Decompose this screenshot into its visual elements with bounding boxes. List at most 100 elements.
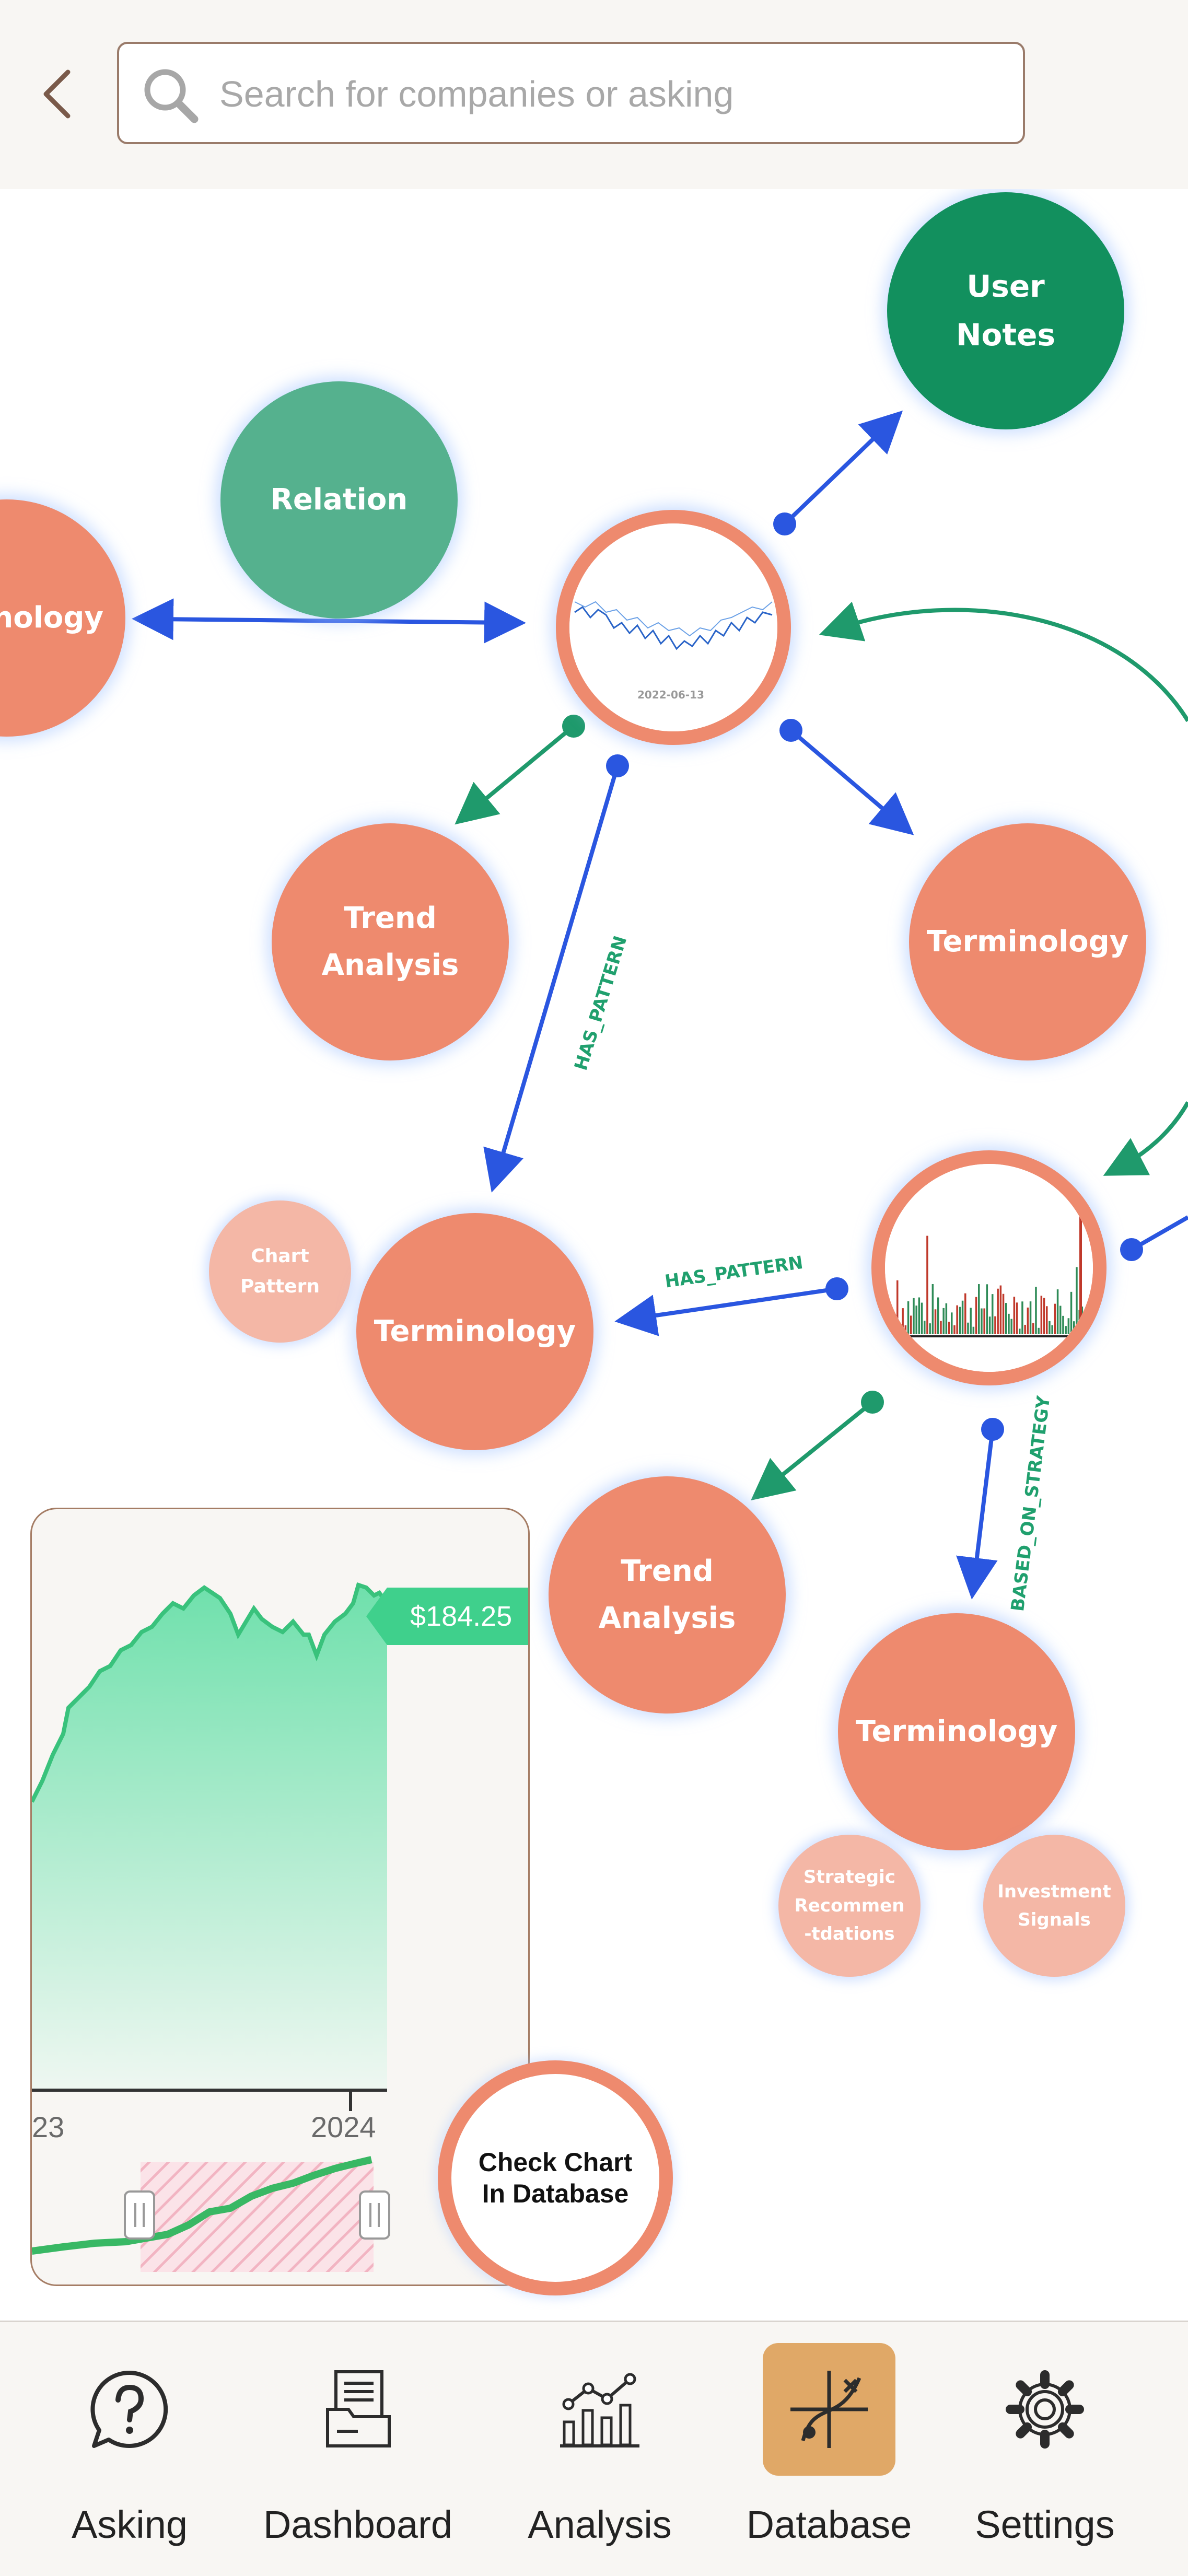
- volume-bar: [1029, 1301, 1032, 1334]
- volume-bar: [1049, 1321, 1051, 1334]
- volume-bar: [926, 1235, 928, 1334]
- axis-label-left: 23: [32, 2111, 65, 2143]
- stock-chart-card[interactable]: $184.25 23 2024: [30, 1508, 530, 2286]
- node-terminology-bottom[interactable]: Terminology: [838, 1613, 1075, 1850]
- volume-bar: [994, 1316, 996, 1334]
- volume-bar: [1079, 1185, 1082, 1334]
- node-terminology-middle[interactable]: Terminology: [356, 1213, 593, 1450]
- nav-label-dashboard: Dashboard: [263, 2503, 452, 2546]
- gear-icon: [1006, 2370, 1084, 2449]
- nav-item-analysis[interactable]: Analysis: [500, 2343, 699, 2552]
- volume-bar: [986, 1284, 988, 1334]
- node-chart-pattern[interactable]: Chart Pattern: [209, 1200, 351, 1343]
- volume-bar: [956, 1305, 958, 1334]
- volume-bar: [934, 1309, 937, 1334]
- volume-bar: [1038, 1327, 1040, 1334]
- question-bubble-icon: [90, 2370, 168, 2448]
- volume-bar: [988, 1316, 991, 1334]
- volume-bar: [1070, 1291, 1073, 1334]
- volume-bar: [942, 1308, 945, 1334]
- volume-bar: [964, 1293, 966, 1334]
- volume-bar: [1002, 1293, 1005, 1334]
- volume-bar: [1067, 1318, 1070, 1334]
- volume-bar: [1056, 1289, 1059, 1334]
- volume-bar: [910, 1315, 912, 1334]
- volume-bar: [1035, 1287, 1037, 1334]
- volume-bar: [1043, 1298, 1045, 1334]
- back-button[interactable]: [31, 63, 84, 125]
- nav-label-asking: Asking: [71, 2503, 188, 2546]
- volume-bar: [1008, 1313, 1010, 1334]
- volume-bar: [915, 1306, 917, 1334]
- volume-bar: [978, 1284, 980, 1334]
- top-bar: Search for companies or asking: [0, 0, 1188, 189]
- volume-bar: [1054, 1303, 1056, 1334]
- volume-bar: [1013, 1297, 1016, 1334]
- check-chart-in-database-button[interactable]: Check Chart In Database: [438, 2060, 673, 2295]
- nav-item-settings[interactable]: Settings: [946, 2343, 1144, 2552]
- price-area-chart: [32, 1582, 390, 2272]
- nav-item-database[interactable]: Database: [730, 2343, 928, 2552]
- nav-item-dashboard[interactable]: Dashboard: [259, 2343, 457, 2552]
- volume-bar: [1016, 1302, 1018, 1334]
- gear-tooth: [1016, 2380, 1032, 2397]
- volume-bar: [929, 1323, 931, 1334]
- node-chart-thumbnail-2[interactable]: [871, 1150, 1107, 1385]
- line-chart-thumbnail: 2022-06-13: [569, 523, 777, 731]
- volume-bar: [948, 1322, 950, 1334]
- volume-bar: [1024, 1324, 1026, 1334]
- node-terminology-right[interactable]: Terminology: [909, 823, 1146, 1060]
- gear-tooth: [1016, 2422, 1032, 2439]
- volume-bar: [999, 1285, 1002, 1334]
- knowledge-graph[interactable]: nology Relation User Notes 2022-06-13 Tr…: [0, 189, 1188, 2321]
- volume-bar: [937, 1297, 939, 1334]
- volume-bar: [992, 1294, 994, 1334]
- volume-bar: [959, 1307, 961, 1334]
- volume-bar: [924, 1321, 926, 1334]
- node-relation[interactable]: Relation: [220, 381, 458, 619]
- bar-line-chart-icon: [560, 2373, 639, 2447]
- volume-bar: [1040, 1296, 1043, 1334]
- chevron-left-icon: [43, 69, 71, 119]
- node-trend-analysis-1[interactable]: Trend Analysis: [272, 823, 509, 1060]
- volume-bar: [997, 1288, 999, 1334]
- volume-bar: [970, 1308, 972, 1334]
- volume-bar: [1062, 1315, 1064, 1334]
- volume-bar: [1059, 1306, 1062, 1334]
- search-input[interactable]: Search for companies or asking: [117, 42, 1025, 144]
- volume-bar: [1027, 1307, 1029, 1334]
- node-trend-analysis-2[interactable]: Trend Analysis: [549, 1476, 786, 1714]
- node-chart-thumbnail-1[interactable]: 2022-06-13: [556, 510, 791, 745]
- volume-bar: [1084, 1328, 1086, 1334]
- nav-label-settings: Settings: [975, 2503, 1115, 2546]
- volume-bar: [907, 1301, 910, 1334]
- node-user-notes[interactable]: User Notes: [887, 192, 1124, 429]
- bottom-navigation: Asking Dashboard: [0, 2321, 1188, 2576]
- current-price-tag: $184.25: [366, 1588, 528, 1645]
- volume-bar: [931, 1284, 934, 1334]
- volume-bar: [1005, 1303, 1007, 1334]
- volume-bar: [1051, 1325, 1053, 1334]
- document-folder-icon: [326, 2370, 391, 2447]
- volume-bar: [899, 1323, 901, 1334]
- node-strategic-recommendations[interactable]: Strategic Recommen -tdations: [778, 1835, 921, 1977]
- axis-label-right: 2024: [311, 2111, 376, 2143]
- nav-label-database: Database: [746, 2503, 912, 2546]
- volume-bar: [1010, 1319, 1012, 1334]
- volume-bar: [975, 1297, 977, 1334]
- search-placeholder: Search for companies or asking: [219, 74, 734, 114]
- volume-bar: [1032, 1323, 1034, 1334]
- database-graph-icon: [790, 2371, 868, 2448]
- volume-bar: [972, 1326, 975, 1334]
- volume-bar: [918, 1297, 921, 1334]
- volume-bar: [1065, 1326, 1067, 1334]
- nav-item-asking[interactable]: Asking: [30, 2343, 229, 2552]
- graph-edges: [132, 410, 1188, 1600]
- volume-bar: [940, 1321, 942, 1334]
- volume-bar: [1046, 1306, 1048, 1334]
- volume-bar: [945, 1303, 948, 1334]
- gear-tooth: [1057, 2422, 1074, 2439]
- node-investment-signals[interactable]: Investment Signals: [983, 1835, 1125, 1977]
- volume-bar: [913, 1298, 915, 1334]
- volume-bar: [953, 1325, 956, 1334]
